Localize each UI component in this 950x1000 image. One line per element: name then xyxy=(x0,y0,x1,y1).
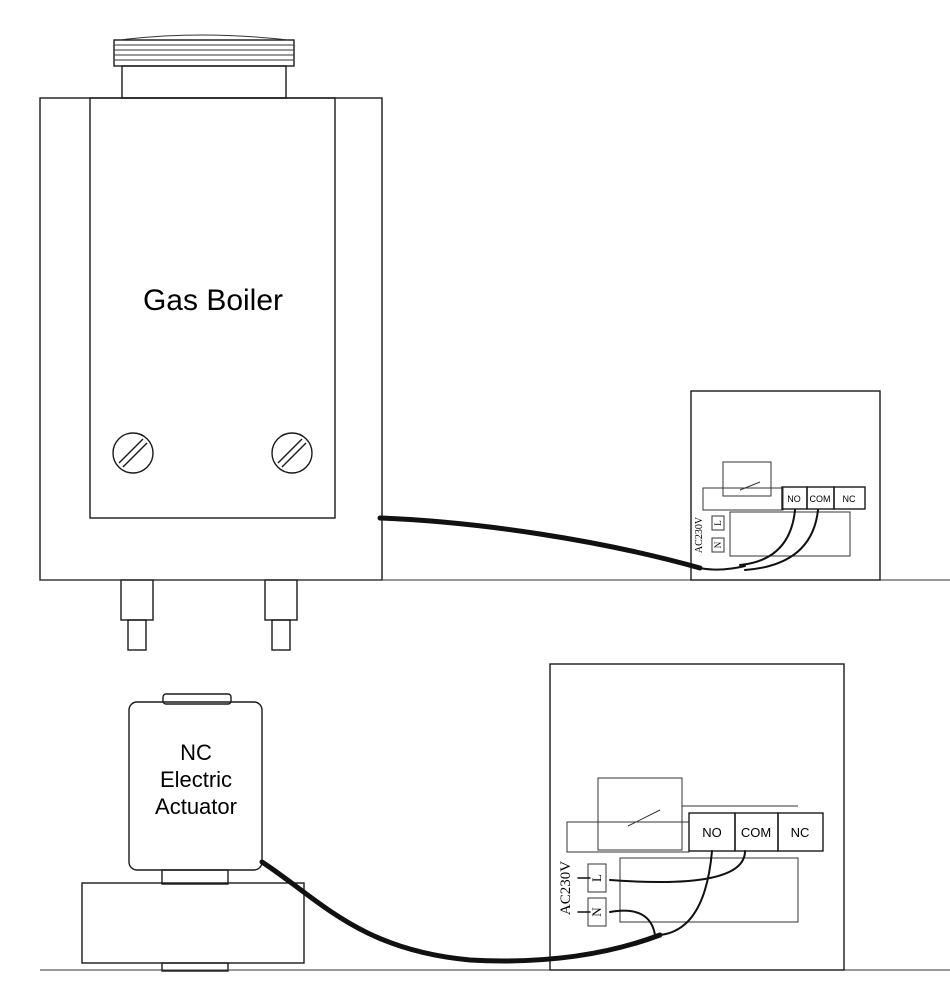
terminal-com-bottom-label: COM xyxy=(741,825,771,840)
power-label-bottom: AC230V xyxy=(558,861,574,915)
actuator-label-line1: NC xyxy=(180,740,212,765)
terminal-nc-top xyxy=(833,486,866,510)
nc-electric-actuator: NC Electric Actuator xyxy=(81,693,305,972)
cable-actuator-to-controller xyxy=(259,859,663,964)
controller-box-top: NO COM NC L N AC230V xyxy=(690,390,881,581)
power-terminal-l-top-label: L xyxy=(713,520,723,526)
actuator-label-line2: Electric xyxy=(160,767,232,792)
power-terminal-n-top-label: N xyxy=(713,541,723,548)
boiler-pipe-right xyxy=(264,579,298,651)
boiler-front-panel xyxy=(89,97,336,519)
gas-boiler: Gas Boiler xyxy=(39,34,383,651)
actuator-label-line3: Actuator xyxy=(155,794,237,819)
power-label-top: AC230V xyxy=(694,516,705,553)
power-terminal-l-bottom-label: L xyxy=(589,874,604,882)
power-terminal-n-top xyxy=(711,537,725,553)
screw-right-icon xyxy=(271,432,313,474)
terminal-nc-top-label: NC xyxy=(843,494,856,504)
flue-pipe xyxy=(113,34,295,99)
boiler-label: Gas Boiler xyxy=(143,284,283,317)
power-terminal-n-bottom-label: N xyxy=(589,907,604,917)
boiler-casing xyxy=(39,97,383,581)
terminal-nc-bottom-label: NC xyxy=(791,825,810,840)
terminal-nc-bottom xyxy=(777,812,824,852)
terminal-com-top-label: COM xyxy=(810,494,831,504)
boiler-pipe-left xyxy=(120,579,154,651)
cable-boiler-to-controller xyxy=(377,515,703,571)
controller-box-bottom: NO COM NC L N AC230V xyxy=(549,663,845,971)
valve-body xyxy=(81,882,305,964)
terminal-no-bottom-label: NO xyxy=(702,825,722,840)
screw-left-icon xyxy=(112,432,154,474)
power-terminal-l-top xyxy=(711,515,725,531)
terminal-no-top-label: NO xyxy=(787,494,801,504)
